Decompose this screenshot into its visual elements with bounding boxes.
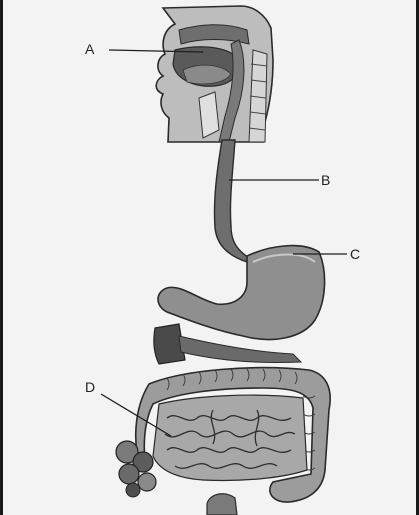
label-a: A — [85, 42, 94, 56]
small-intestine — [153, 395, 307, 480]
esophagus — [214, 140, 255, 262]
label-d: D — [85, 380, 95, 394]
label-c: C — [350, 247, 360, 261]
rectum — [207, 494, 237, 515]
pancreas — [179, 336, 301, 363]
label-b: B — [321, 173, 330, 187]
larynx — [199, 92, 219, 138]
caecum-cluster — [116, 441, 156, 497]
head-section — [156, 6, 273, 142]
